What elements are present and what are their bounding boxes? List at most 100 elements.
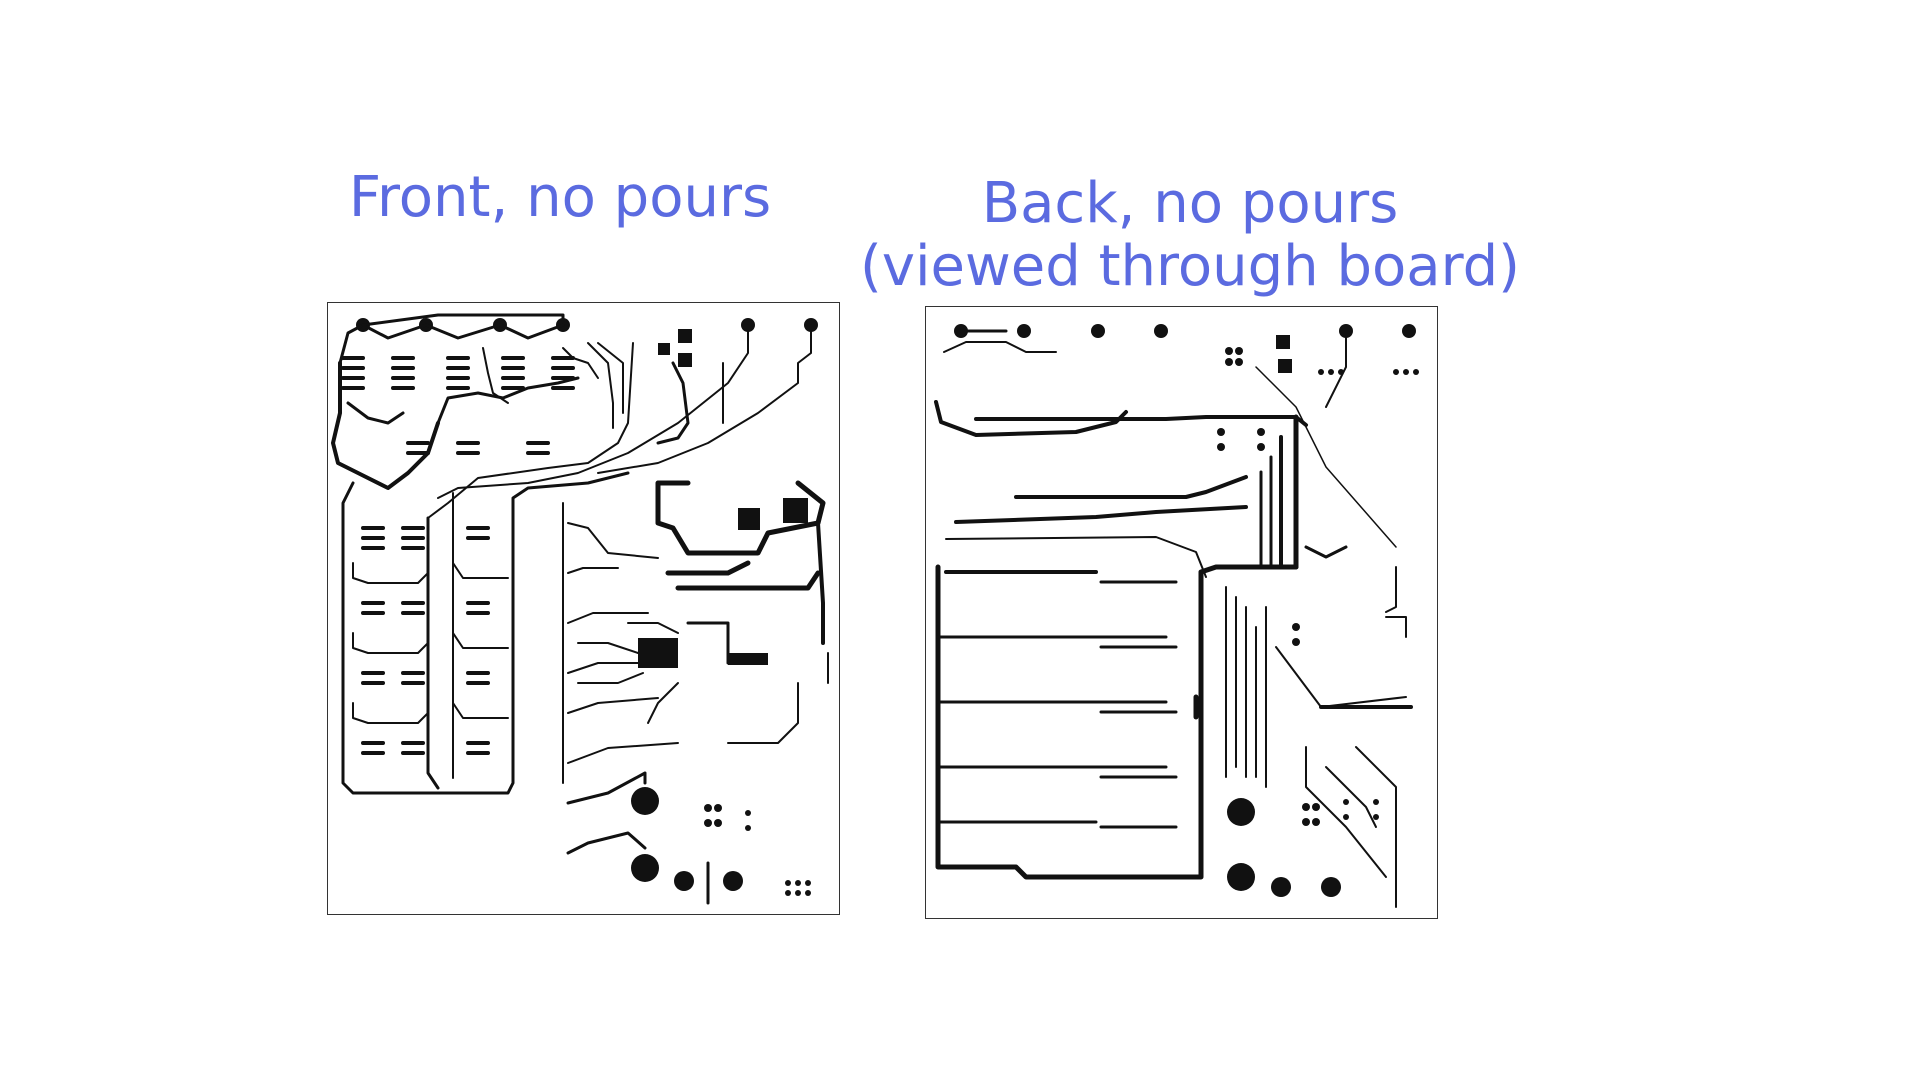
back-trace <box>1305 746 1387 878</box>
front-trace <box>597 324 812 474</box>
back-pad <box>1154 324 1168 338</box>
front-via <box>704 804 712 812</box>
front-copper-traces <box>331 313 829 905</box>
back-via <box>1403 369 1409 375</box>
back-via <box>1373 799 1379 805</box>
front-via <box>805 880 811 886</box>
back-via <box>1338 369 1344 375</box>
back-via <box>1225 347 1233 355</box>
back-trace <box>935 564 1299 880</box>
back-pad <box>1339 324 1353 338</box>
front-trace <box>727 682 799 744</box>
back-via <box>1413 369 1419 375</box>
front-pad <box>738 508 760 530</box>
back-pad <box>1402 324 1416 338</box>
back-via <box>1257 443 1265 451</box>
front-trace <box>346 401 405 425</box>
back-pad <box>1271 877 1291 897</box>
back-trace <box>1014 475 1248 499</box>
front-trace <box>816 521 825 645</box>
front-trace <box>338 313 565 365</box>
back-pad <box>1278 359 1292 373</box>
back-via <box>1302 818 1310 826</box>
back-trace <box>943 341 1057 353</box>
front-via <box>785 880 791 886</box>
front-trace <box>562 347 599 379</box>
back-trace <box>954 505 1248 524</box>
front-trace <box>361 323 565 340</box>
front-trace <box>567 612 649 624</box>
back-via <box>1318 369 1324 375</box>
back-via <box>1328 369 1334 375</box>
front-trace <box>686 621 730 665</box>
back-trace <box>1355 746 1397 908</box>
back-pad <box>1227 798 1255 826</box>
front-via <box>785 890 791 896</box>
front-pcb-layout <box>327 302 840 915</box>
front-trace <box>665 560 751 576</box>
front-trace <box>352 562 429 584</box>
front-via <box>714 819 722 827</box>
back-pad <box>1227 863 1255 891</box>
front-trace <box>675 570 821 591</box>
front-pad <box>783 498 808 523</box>
front-trace <box>341 471 630 795</box>
front-trace <box>647 682 679 724</box>
back-copper-traces <box>934 324 1419 908</box>
back-via <box>1217 428 1225 436</box>
front-trace <box>587 342 614 429</box>
front-trace <box>567 697 659 714</box>
back-trace <box>1325 766 1377 828</box>
back-layer-title-line2: (viewed through board) <box>860 234 1520 299</box>
back-layer-title-line1: Back, no pours <box>981 171 1399 236</box>
back-via <box>1343 799 1349 805</box>
back-trace <box>1304 545 1348 559</box>
back-layer-title: Back, no pours (viewed through board) <box>860 172 1520 298</box>
back-via <box>1393 369 1399 375</box>
front-pad <box>658 343 670 355</box>
front-layer-title: Front, no pours <box>348 165 772 230</box>
back-via <box>1225 358 1233 366</box>
front-trace <box>656 361 690 445</box>
back-via <box>1257 428 1265 436</box>
back-via <box>1235 347 1243 355</box>
front-via <box>714 804 722 812</box>
back-pad <box>1321 877 1341 897</box>
back-via <box>1292 623 1300 631</box>
front-trace <box>331 361 440 490</box>
front-trace <box>567 567 619 574</box>
back-via <box>1217 443 1225 451</box>
front-trace <box>452 632 509 649</box>
front-trace <box>577 642 639 654</box>
front-trace <box>437 324 749 499</box>
front-trace <box>482 347 509 404</box>
front-pad <box>678 353 692 367</box>
front-pad <box>678 329 692 343</box>
front-trace <box>627 622 679 634</box>
back-trace <box>974 415 1308 427</box>
front-trace <box>452 702 509 719</box>
front-trace <box>655 480 826 556</box>
front-pad <box>728 653 768 665</box>
front-trace <box>566 771 647 805</box>
back-via <box>1343 814 1349 820</box>
back-via <box>1302 803 1310 811</box>
back-trace <box>945 536 1207 578</box>
back-trace <box>1385 616 1407 638</box>
front-via <box>704 819 712 827</box>
front-pad <box>631 787 659 815</box>
back-via <box>1373 814 1379 820</box>
front-pad <box>723 871 743 891</box>
back-pad <box>1091 324 1105 338</box>
back-pad <box>1276 335 1290 349</box>
front-trace <box>567 522 659 559</box>
front-trace <box>566 831 647 855</box>
front-via <box>795 890 801 896</box>
front-pad <box>638 638 678 668</box>
back-trace <box>1275 646 1407 708</box>
back-trace <box>1255 366 1397 548</box>
back-trace <box>1385 566 1397 613</box>
back-via <box>1235 358 1243 366</box>
front-trace <box>567 742 679 764</box>
back-pcb-layout <box>925 306 1438 919</box>
